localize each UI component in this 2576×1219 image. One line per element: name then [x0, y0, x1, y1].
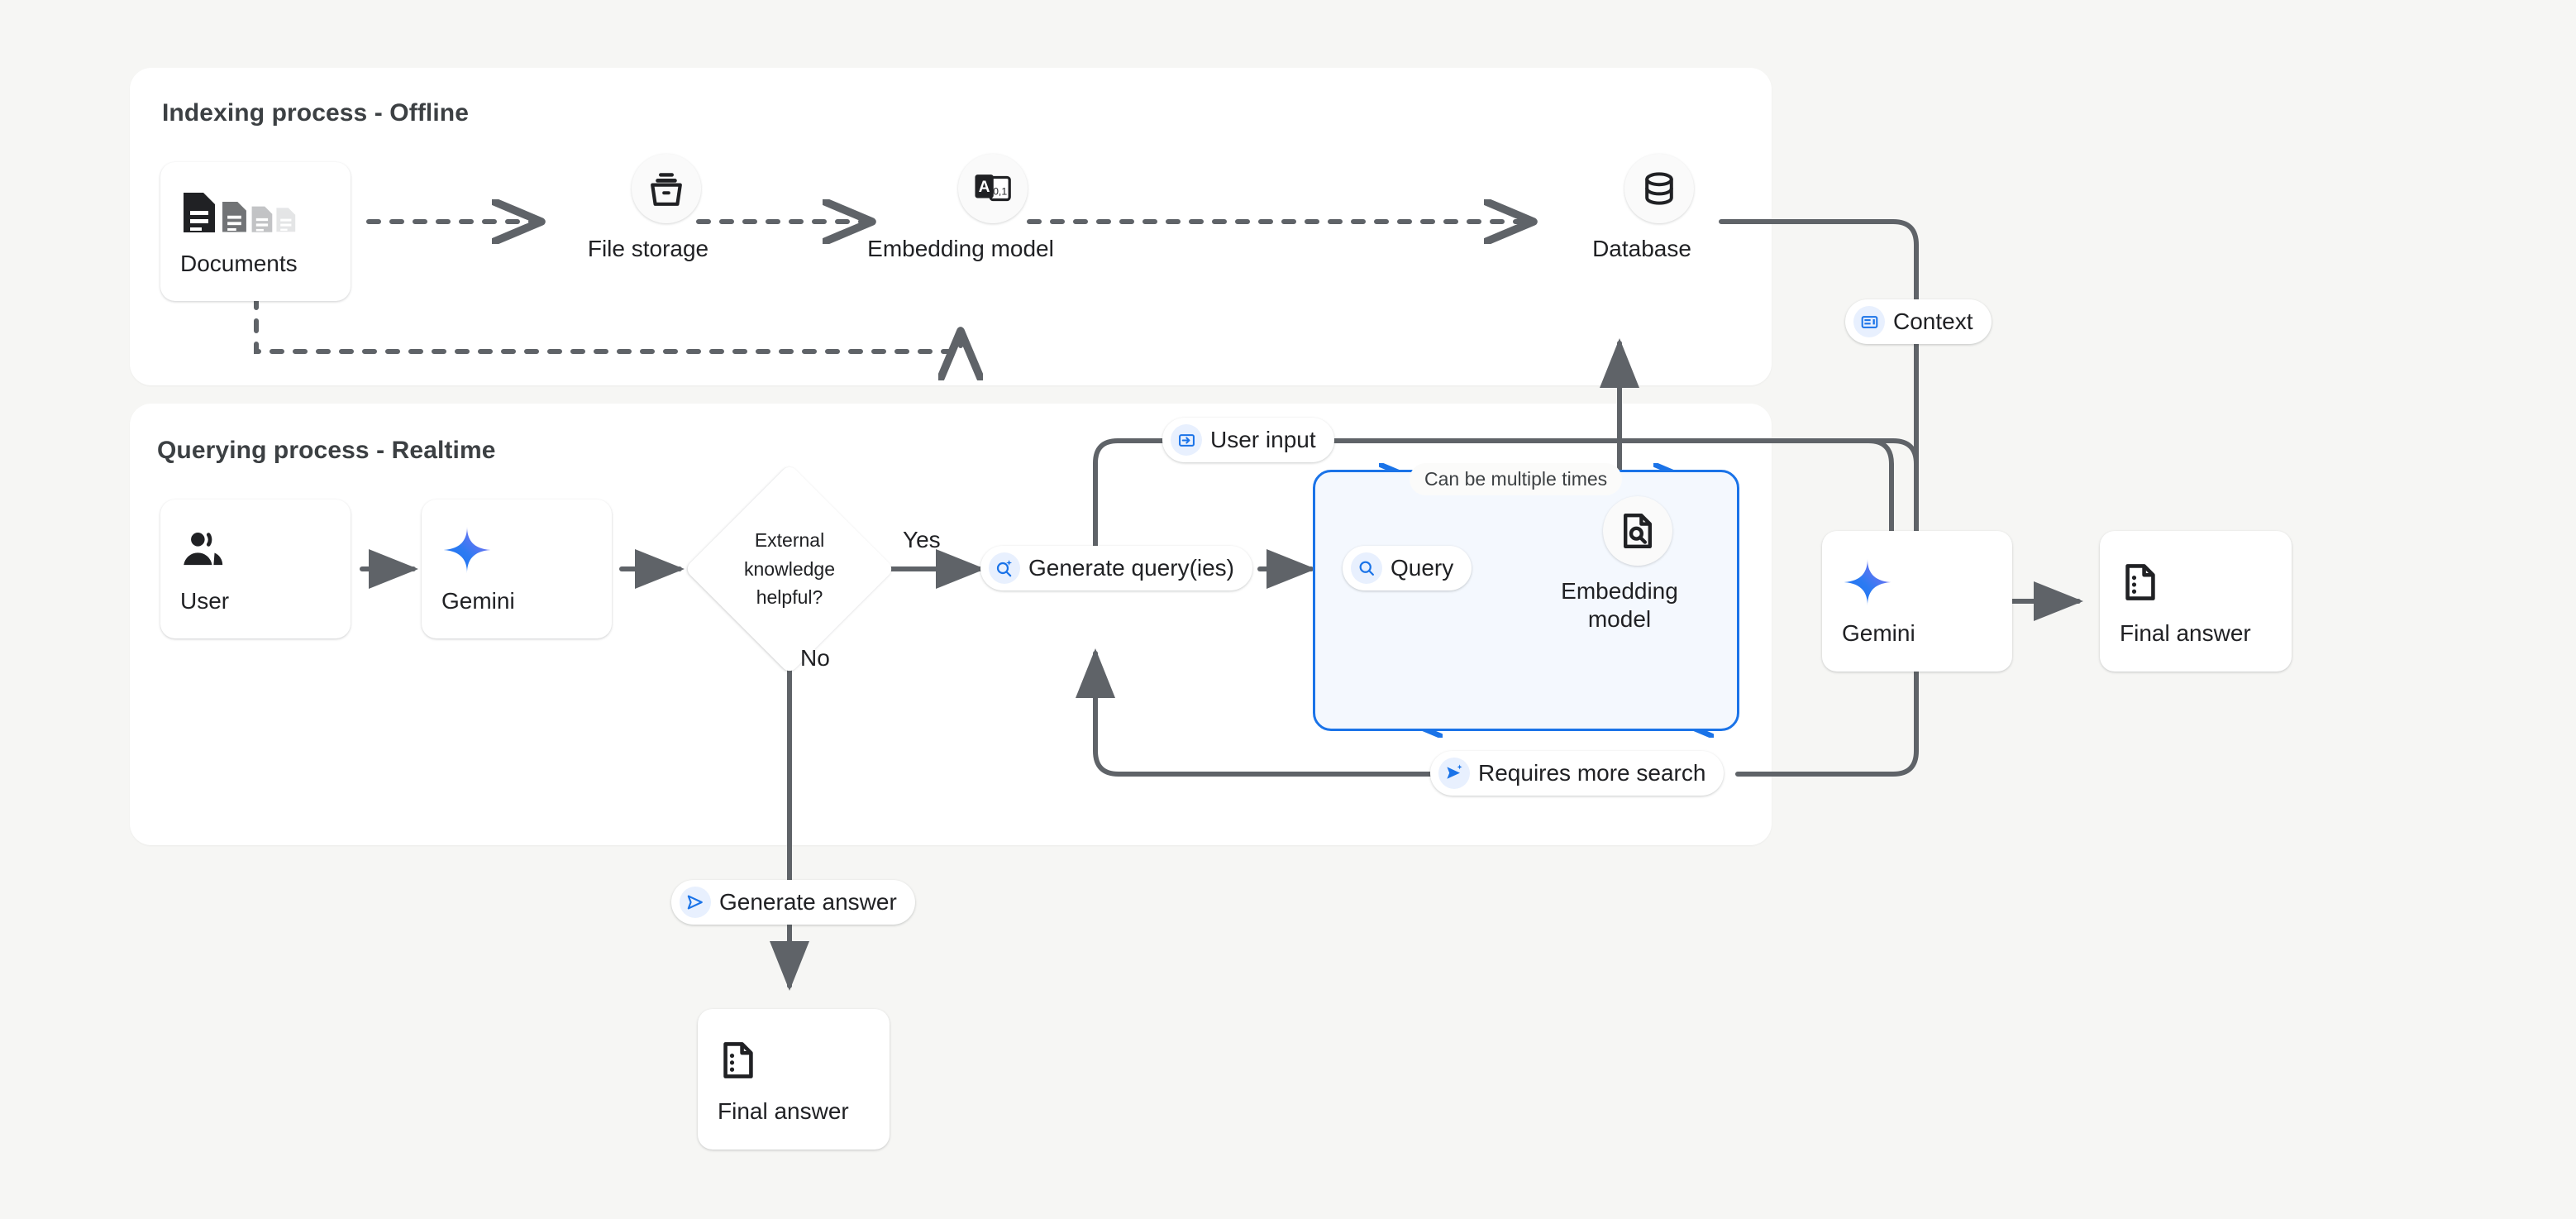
- pill-requires-more-search-label: Requires more search: [1478, 760, 1706, 786]
- embedding-model-indexing-label: Embedding model: [867, 236, 1054, 261]
- pill-context[interactable]: Context: [1845, 299, 1992, 344]
- text-to-vector-icon: 0,1 A: [958, 154, 1028, 223]
- node-embedding-model-indexing[interactable]: 0,1 A Embedding model: [861, 154, 1060, 263]
- input-arrow-icon: [1171, 424, 1202, 456]
- gemini-sparkle-icon: [1842, 556, 1992, 609]
- pill-generate-answer[interactable]: Generate answer: [671, 880, 915, 925]
- pill-user-input[interactable]: User input: [1162, 418, 1334, 462]
- indexing-panel-title: Indexing process - Offline: [162, 99, 469, 127]
- search-icon: [1351, 552, 1382, 584]
- context-panel-icon: [1853, 306, 1885, 337]
- user-group-icon: [180, 523, 331, 576]
- edge-label-no: No: [800, 645, 830, 671]
- gemini-sparkle-icon: [441, 523, 592, 576]
- querying-panel-title: Querying process - Realtime: [157, 437, 496, 464]
- pill-user-input-label: User input: [1210, 427, 1316, 452]
- pill-context-label: Context: [1893, 308, 1973, 334]
- search-sparkle-icon: [989, 552, 1020, 584]
- decision-line-1: External: [754, 529, 825, 552]
- embedding-model-loop-label: Embedding model: [1549, 577, 1690, 633]
- database-icon: [1624, 154, 1694, 223]
- card-final-answer-right-label: Final answer: [2120, 620, 2251, 646]
- card-documents[interactable]: Documents: [160, 162, 351, 301]
- answer-document-icon: [718, 1034, 870, 1087]
- answer-document-icon: [2120, 556, 2272, 609]
- edge-label-yes: Yes: [903, 527, 941, 552]
- node-embedding-model-loop[interactable]: Embedding model: [1549, 496, 1690, 633]
- send-sparkle-icon: [1438, 758, 1470, 789]
- node-database[interactable]: Database: [1572, 154, 1711, 263]
- pill-query-label: Query: [1391, 555, 1454, 581]
- pill-generate-queries[interactable]: Generate query(ies): [980, 546, 1253, 590]
- card-gemini-right[interactable]: Gemini: [1822, 531, 2012, 672]
- decision-line-2: knowledge: [744, 557, 835, 580]
- svg-text:A: A: [979, 179, 990, 196]
- embedding-loop-line2: model: [1587, 606, 1652, 633]
- pill-requires-more-search[interactable]: Requires more search: [1430, 751, 1724, 796]
- card-final-answer-bottom-label: Final answer: [718, 1098, 849, 1124]
- pill-query[interactable]: Query: [1343, 546, 1472, 590]
- pill-generate-queries-label: Generate query(ies): [1028, 555, 1235, 581]
- card-user[interactable]: User: [160, 500, 351, 638]
- card-final-answer-right[interactable]: Final answer: [2100, 531, 2292, 672]
- loop-caption: Can be multiple times: [1410, 463, 1623, 495]
- card-documents-label: Documents: [180, 251, 298, 276]
- send-icon: [680, 887, 711, 918]
- decision-text: External knowledge helpful?: [715, 495, 864, 643]
- file-storage-icon: [631, 154, 701, 223]
- node-file-storage[interactable]: File storage: [578, 154, 718, 263]
- document-search-icon: [1602, 496, 1672, 566]
- embedding-loop-line1: Embedding: [1561, 578, 1678, 604]
- card-gemini-label: Gemini: [441, 588, 515, 614]
- retrieval-loop-box: [1313, 470, 1739, 731]
- decision-external-knowledge[interactable]: External knowledge helpful?: [684, 463, 895, 675]
- database-label: Database: [1592, 236, 1691, 261]
- svg-text:0,1: 0,1: [993, 186, 1007, 198]
- card-gemini[interactable]: Gemini: [422, 500, 612, 638]
- documents-icon: [180, 186, 331, 239]
- card-user-label: User: [180, 588, 230, 614]
- decision-line-3: helpful?: [756, 586, 823, 609]
- card-final-answer-bottom[interactable]: Final answer: [698, 1009, 890, 1150]
- file-storage-label: File storage: [587, 236, 709, 261]
- pill-generate-answer-label: Generate answer: [719, 889, 897, 915]
- card-gemini-right-label: Gemini: [1842, 620, 1915, 646]
